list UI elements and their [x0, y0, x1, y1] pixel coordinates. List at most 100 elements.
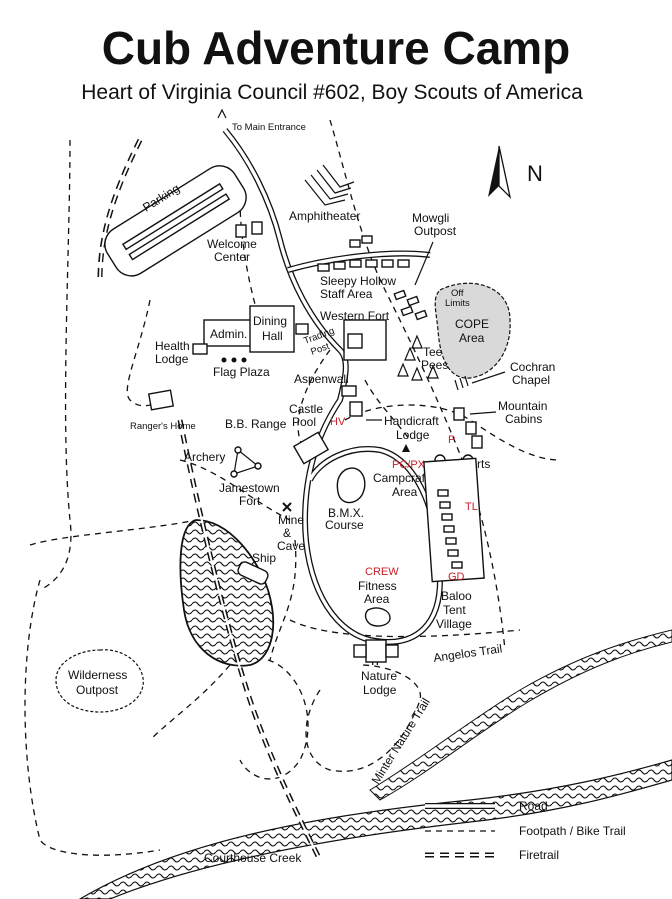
tee-pees-label: Tee — [423, 345, 443, 359]
legend-firetrail-label: Firetrail — [519, 848, 559, 862]
mowgli-arrow-icon — [414, 241, 434, 286]
tee-pees-label-2: Pees — [421, 358, 448, 372]
pc-px-label: PC/PX — [392, 459, 426, 471]
bmx-label: B.M.X. — [328, 506, 364, 520]
rangers-home-building — [147, 389, 175, 411]
castle-pool-label-2: Pool — [292, 415, 316, 429]
baloo-label-2: Tent — [443, 603, 466, 617]
trading-post-building — [295, 323, 309, 335]
bmx-label-2: Course — [325, 518, 364, 532]
wilderness-label-2: Outpost — [76, 683, 119, 697]
nature-lodge-label: Nature — [361, 669, 397, 683]
gd-label: GD — [448, 571, 465, 583]
cochran-chapel-label: Cochran — [510, 360, 555, 374]
chapel-arrow-icon — [471, 371, 506, 384]
archery-label: Archery — [184, 450, 225, 464]
sleepy-hollow-cabins — [317, 235, 410, 272]
dining-hall-label-2: Hall — [262, 329, 283, 343]
crew-label: CREW — [365, 566, 399, 578]
cabins-arrow-icon — [469, 411, 497, 415]
fitness-pond — [364, 607, 391, 627]
jamestown-fort-label-2: Fort — [239, 494, 261, 508]
health-lodge-label-2: Lodge — [155, 352, 189, 366]
mine-label-2: & — [283, 526, 291, 540]
cope-label-2: Area — [459, 331, 485, 345]
cope-label: COPE — [455, 317, 489, 331]
legend-road-label: Road — [519, 799, 548, 813]
bb-range-label: B.B. Range — [225, 417, 287, 431]
parking-lot — [104, 165, 247, 277]
castle-pool-label: Castle — [289, 402, 323, 416]
campfire-icon — [402, 444, 410, 452]
health-lodge-label: Health — [155, 339, 190, 353]
wilderness-label: Wilderness — [68, 668, 127, 682]
amphitheater-label: Amphitheater — [289, 209, 360, 223]
angelos-trail-label: Angelos Trail — [432, 641, 503, 665]
cochran-chapel-label-2: Chapel — [512, 373, 550, 387]
mountain-cabin-buildings — [453, 407, 483, 449]
western-fort-label: Western Fort — [320, 309, 390, 323]
baloo-label-3: Village — [436, 617, 472, 631]
nature-lodge-building — [353, 639, 399, 663]
health-lodge-building — [192, 343, 208, 355]
mountain-cabins-label: Mountain — [498, 399, 547, 413]
handicraft-lodge-label: Handicraft — [384, 414, 439, 428]
north-label: N — [527, 161, 543, 186]
rangers-home-label: Ranger's Home — [130, 421, 196, 432]
baloo-tent-village — [423, 457, 485, 583]
jamestown-fort-label: Jamestown — [219, 481, 280, 495]
pond — [179, 519, 275, 667]
fitness-label: Fitness — [358, 579, 397, 593]
admin-dining-building — [203, 305, 295, 353]
welcome-center-label: Welcome — [207, 237, 257, 251]
courthouse-creek-label: Courthouse Creek — [204, 851, 302, 865]
p-label: P — [448, 434, 455, 446]
nature-lodge-label-2: Lodge — [363, 683, 397, 697]
mowgli-outpost-label-2: Outpost — [414, 224, 457, 238]
page-subtitle: Heart of Virginia Council #602, Boy Scou… — [81, 81, 583, 104]
hv-label: HV — [330, 416, 346, 428]
jamestown-fort-icon — [230, 446, 262, 478]
dining-hall-label: Dining — [253, 314, 287, 328]
bmx-track — [336, 467, 366, 504]
wilderness-outpost — [55, 649, 144, 713]
sleepy-hollow-label: Sleepy Hollow — [320, 274, 396, 288]
aspenwall-label: Aspenwall — [294, 372, 349, 386]
tl-label: TL — [465, 501, 478, 513]
welcome-center-label-2: Center — [214, 250, 250, 264]
mine-icon — [282, 502, 292, 512]
page-title: Cub Adventure Camp — [102, 22, 571, 74]
ship-label: Ship — [252, 551, 276, 565]
fitness-label-2: Area — [364, 592, 390, 606]
off-limits-label: Off — [451, 288, 464, 299]
sleepy-hollow-label-2: Staff Area — [320, 287, 373, 301]
castle-pool — [292, 431, 330, 465]
off-limits-label-2: Limits — [445, 298, 470, 309]
welcome-center-building — [235, 221, 263, 238]
aspenwall-buildings — [341, 385, 363, 417]
mowgli-outpost-label: Mowgli — [412, 211, 449, 225]
flag-plaza-icon — [221, 357, 247, 363]
mine-label: Mine — [278, 513, 304, 527]
cope-area — [434, 282, 511, 379]
minter-creek — [369, 629, 672, 801]
flag-plaza-label: Flag Plaza — [213, 365, 270, 379]
baloo-label: Baloo — [441, 589, 472, 603]
mine-label-3: Cave — [277, 539, 305, 553]
campcraft-label-2: Area — [392, 485, 418, 499]
firetrails — [97, 138, 323, 862]
legend-footpath-label: Footpath / Bike Trail — [519, 824, 626, 838]
tee-pee-icons — [397, 334, 439, 381]
ship-icon — [237, 561, 269, 585]
mountain-cabins-label-2: Cabins — [505, 412, 542, 426]
amphitheater-icon — [304, 164, 355, 206]
mowgli-huts — [393, 289, 428, 321]
admin-label: Admin. — [210, 327, 247, 341]
western-fort-building — [343, 319, 387, 361]
chapel-icon — [454, 375, 469, 391]
handicraft-lodge-label-2: Lodge — [396, 428, 430, 442]
main-entrance-label: To Main Entrance — [232, 122, 306, 133]
campcraft-label: Campcraft — [373, 471, 429, 485]
entrance-arrow-icon — [217, 108, 227, 119]
